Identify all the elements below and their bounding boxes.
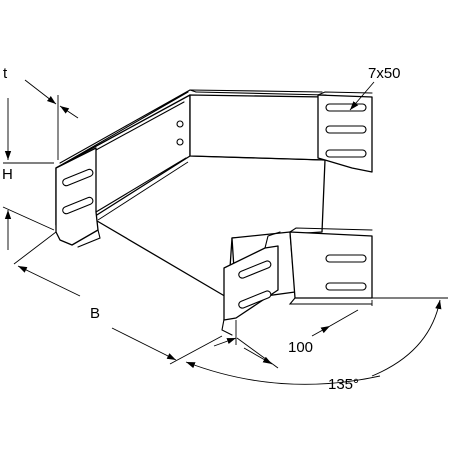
left-wall-fold-line (95, 101, 185, 151)
dimension-width: B (13, 231, 223, 365)
slot (325, 125, 367, 134)
slot (238, 260, 272, 279)
slot (62, 168, 94, 187)
dimension-height: H (2, 98, 55, 250)
bolt-hole (176, 138, 184, 146)
width-label: B (90, 305, 100, 322)
thickness-label: t (3, 65, 8, 82)
height-label: H (2, 166, 13, 183)
tray-bend (55, 89, 373, 336)
dimension-angle: 135° (185, 297, 448, 393)
left-coupler-plate (55, 147, 99, 246)
slot (325, 149, 367, 158)
flange-length-label: 100 (288, 339, 313, 356)
slot (325, 103, 367, 112)
slot-size-label: 7x50 (368, 65, 401, 82)
angle-label: 135° (328, 376, 359, 393)
slot (325, 254, 367, 263)
dimension-flange: 100 (213, 300, 373, 369)
dimension-slot: 7x50 (349, 65, 401, 111)
bolt-hole (176, 120, 184, 128)
rear-side-wall (189, 94, 326, 161)
rear-wall-rolled-edge (189, 89, 327, 96)
slot (62, 196, 94, 215)
slot (238, 290, 272, 309)
slot (325, 282, 367, 291)
dimension-thickness: t (3, 65, 79, 160)
front-lower-coupler-tab (223, 245, 279, 321)
